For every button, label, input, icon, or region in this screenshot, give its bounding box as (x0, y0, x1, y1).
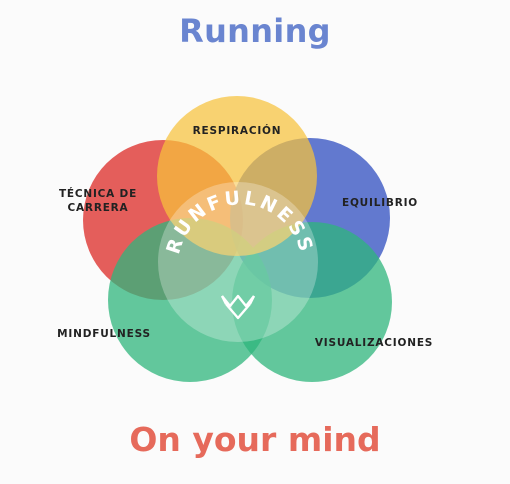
label-tecnica-line2: CARRERA (68, 202, 129, 214)
title-running: Running (179, 12, 331, 50)
label-tecnica-line1: TÉCNICA DE (59, 187, 137, 200)
title-on-your-mind: On your mind (129, 420, 381, 459)
circle-mindfulness (108, 218, 272, 382)
label-equilibrio: EQUILIBRIO (342, 197, 418, 209)
circle-visualizaciones (232, 222, 392, 382)
circle-respiracion (157, 96, 317, 256)
label-visualizaciones: VISUALIZACIONES (315, 337, 433, 349)
label-mindfulness: MINDFULNESS (57, 328, 151, 340)
runfulness-logo-icon (220, 294, 256, 320)
venn-circles (83, 96, 392, 382)
center-circle (158, 182, 318, 342)
label-respiracion: RESPIRACIÓN (193, 124, 282, 137)
